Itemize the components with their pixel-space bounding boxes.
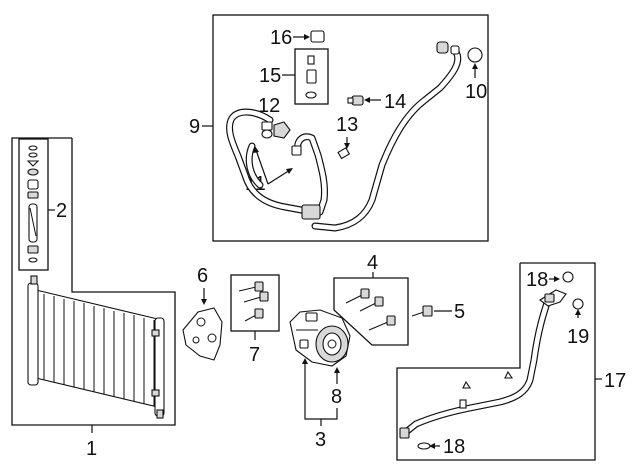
bolt	[345, 288, 370, 304]
hose-assembly-group: 16 15 14 13	[189, 14, 489, 242]
bolt	[359, 296, 384, 312]
callout-2: 2	[56, 200, 67, 222]
kit-box-2	[18, 138, 49, 271]
part-15-valve-kit: 15	[259, 48, 329, 105]
bolt	[243, 291, 269, 303]
callout-16: 16	[270, 27, 292, 49]
bolt	[238, 281, 264, 292]
part-1-condenser	[27, 275, 165, 419]
part-5-bolt: 5	[411, 301, 465, 323]
part-14-sensor: 14	[347, 91, 406, 113]
callout-12: 12	[258, 95, 280, 117]
part-compressor: 8 3	[289, 309, 351, 451]
callout-10: 10	[465, 81, 487, 103]
callout-18-bottom: 18	[443, 436, 465, 458]
ac-liquid-line	[399, 289, 567, 439]
group-box-liquid-line	[396, 262, 596, 461]
callout-15: 15	[259, 65, 281, 87]
part-16-cap: 16	[270, 27, 325, 49]
part-6-bracket: 6	[182, 265, 223, 361]
part-2-drier-kit: 2	[26, 145, 67, 263]
callout-5: 5	[454, 301, 465, 323]
bolt	[244, 308, 264, 322]
part-13-fitting: 13	[336, 114, 358, 160]
callout-1: 1	[86, 438, 97, 460]
callout-8: 8	[331, 386, 342, 408]
part-7-bolt-kit: 7	[230, 274, 280, 366]
liquid-line-group: 17 18 19 18	[396, 262, 626, 461]
callout-4: 4	[367, 252, 378, 274]
condenser-group: 2	[11, 137, 176, 460]
kit-box-4	[333, 277, 409, 346]
part-4-bolt-kit: 4	[333, 252, 409, 346]
callout-19: 19	[567, 326, 589, 348]
ac-hose-lines	[226, 41, 462, 232]
group-box-hoses	[212, 14, 489, 242]
kit-box-15	[294, 48, 329, 105]
callout-14: 14	[384, 91, 406, 113]
part-10-cap: 10	[465, 47, 487, 103]
callout-18-top: 18	[526, 269, 548, 291]
callout-6: 6	[197, 265, 208, 287]
callout-7: 7	[249, 344, 260, 366]
callout-3: 3	[315, 429, 326, 451]
callout-17: 17	[604, 370, 626, 392]
callout-9: 9	[189, 116, 200, 138]
bolt	[368, 315, 396, 331]
group-box-condenser	[11, 137, 176, 426]
callout-13: 13	[336, 114, 358, 136]
